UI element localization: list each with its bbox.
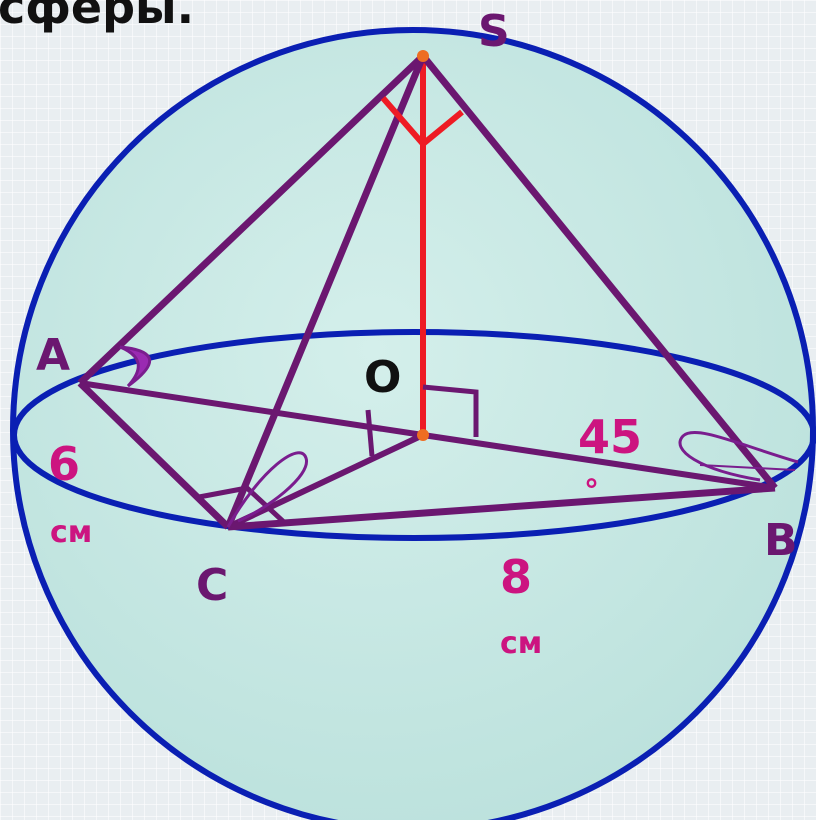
right-angle-mark-oc <box>365 409 375 457</box>
label-angle-unit: ° <box>584 474 599 509</box>
right-angle-mark-o <box>422 384 479 437</box>
edge-a-c <box>77 380 231 530</box>
equator-ellipse <box>11 329 816 541</box>
label-cb-unit: см <box>500 626 543 661</box>
label-point-b: B <box>764 515 798 566</box>
label-point-a: A <box>36 330 71 381</box>
label-angle-value: 45 <box>578 410 643 464</box>
segment-o-a <box>79 380 424 438</box>
angle-arc-b-tick <box>699 464 796 471</box>
sphere <box>10 27 816 820</box>
angle-arc-a <box>119 345 151 388</box>
segment-o-b <box>422 432 776 491</box>
segment-o-c <box>226 432 425 530</box>
edge-s-c <box>224 54 427 529</box>
vertex-o-dot <box>417 429 429 441</box>
angle-arc-c <box>226 451 308 528</box>
page-title: сферы. <box>0 0 195 34</box>
label-point-c: C <box>196 560 229 611</box>
label-point-s: S <box>478 6 510 57</box>
vertex-s-dot <box>417 50 429 62</box>
angle-arc-b <box>678 431 799 482</box>
edge-s-a <box>77 53 426 386</box>
label-point-o: O <box>364 352 402 403</box>
label-ac-value: 6 <box>48 437 81 491</box>
label-cb-value: 8 <box>500 550 533 604</box>
angle-marks-s <box>380 96 464 149</box>
label-ac-unit: см <box>50 515 93 550</box>
edge-c-b <box>227 484 776 531</box>
edge-s-b <box>420 53 778 491</box>
